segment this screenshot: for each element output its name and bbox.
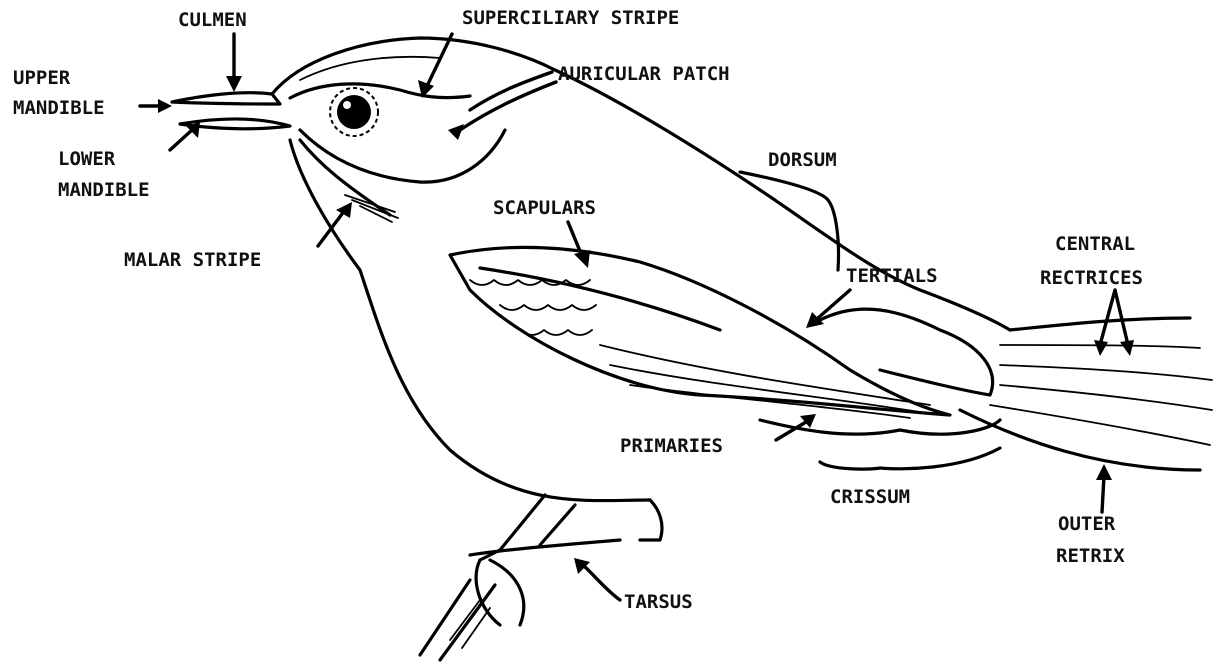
back-outline — [555, 70, 1010, 330]
label-scapulars: SCAPULARS — [493, 197, 596, 219]
upper-mandible — [172, 93, 280, 104]
arrow-central-rectrices — [1100, 290, 1128, 345]
label-tertials: TERTIALS — [846, 265, 938, 287]
tertials-outline — [820, 309, 993, 395]
label-primaries: PRIMARIES — [620, 435, 723, 457]
label-central-rectrices-line2: RECTRICES — [1040, 267, 1143, 289]
tail-lower — [960, 410, 1200, 470]
label-outer-retrix-line1: OUTER — [1058, 513, 1116, 535]
arrow-outer-retrix — [1102, 476, 1104, 512]
foot — [470, 540, 620, 625]
superciliary-line — [290, 84, 470, 98]
label-tarsus: TARSUS — [624, 591, 693, 613]
malar-hatch — [345, 195, 398, 222]
eye — [337, 95, 371, 129]
label-upper-mandible-line2: MANDIBLE — [13, 97, 105, 119]
tail-upper — [1010, 318, 1190, 330]
eye-highlight — [343, 101, 351, 109]
tail-feathers — [990, 345, 1212, 445]
arrow-tarsus — [584, 566, 620, 600]
arrowhead-central-rectrices-left — [1094, 340, 1108, 356]
belly-outline — [640, 500, 662, 540]
label-lower-mandible-line2: MANDIBLE — [58, 179, 150, 201]
arrow-auricular — [460, 72, 556, 130]
auricular-outline — [300, 130, 505, 182]
primary-feathers — [600, 345, 930, 418]
branch — [420, 580, 495, 660]
arrowhead-malar — [336, 202, 352, 218]
arrowhead-upper-mandible — [158, 99, 172, 113]
arrow-superciliary — [428, 34, 452, 84]
label-malar-stripe: MALAR STRIPE — [124, 249, 261, 271]
label-upper-mandible-line1: UPPER — [13, 67, 71, 89]
arrowhead-culmen — [226, 76, 242, 92]
arrowhead-central-rectrices-right — [1120, 340, 1134, 356]
label-superciliary-stripe: SUPERCILIARY STRIPE — [462, 7, 679, 29]
bracket-crissum — [820, 448, 1000, 469]
arrowhead-auricular — [448, 124, 464, 140]
arrowhead-outer-retrix — [1096, 464, 1112, 480]
label-lower-mandible-line1: LOWER — [58, 148, 116, 170]
label-crissum: CRISSUM — [830, 486, 910, 508]
breast-outline — [290, 140, 650, 501]
arrowhead-scapulars — [574, 250, 590, 268]
label-central-rectrices-line1: CENTRAL — [1055, 233, 1135, 255]
malar-stripe-mark — [300, 140, 390, 215]
label-outer-retrix-line2: RETRIX — [1056, 545, 1125, 567]
label-dorsum: DORSUM — [768, 149, 837, 171]
arrow-lower-mandible — [170, 130, 192, 150]
label-auricular-patch: AURICULAR PATCH — [558, 63, 730, 85]
label-culmen: CULMEN — [178, 9, 247, 31]
